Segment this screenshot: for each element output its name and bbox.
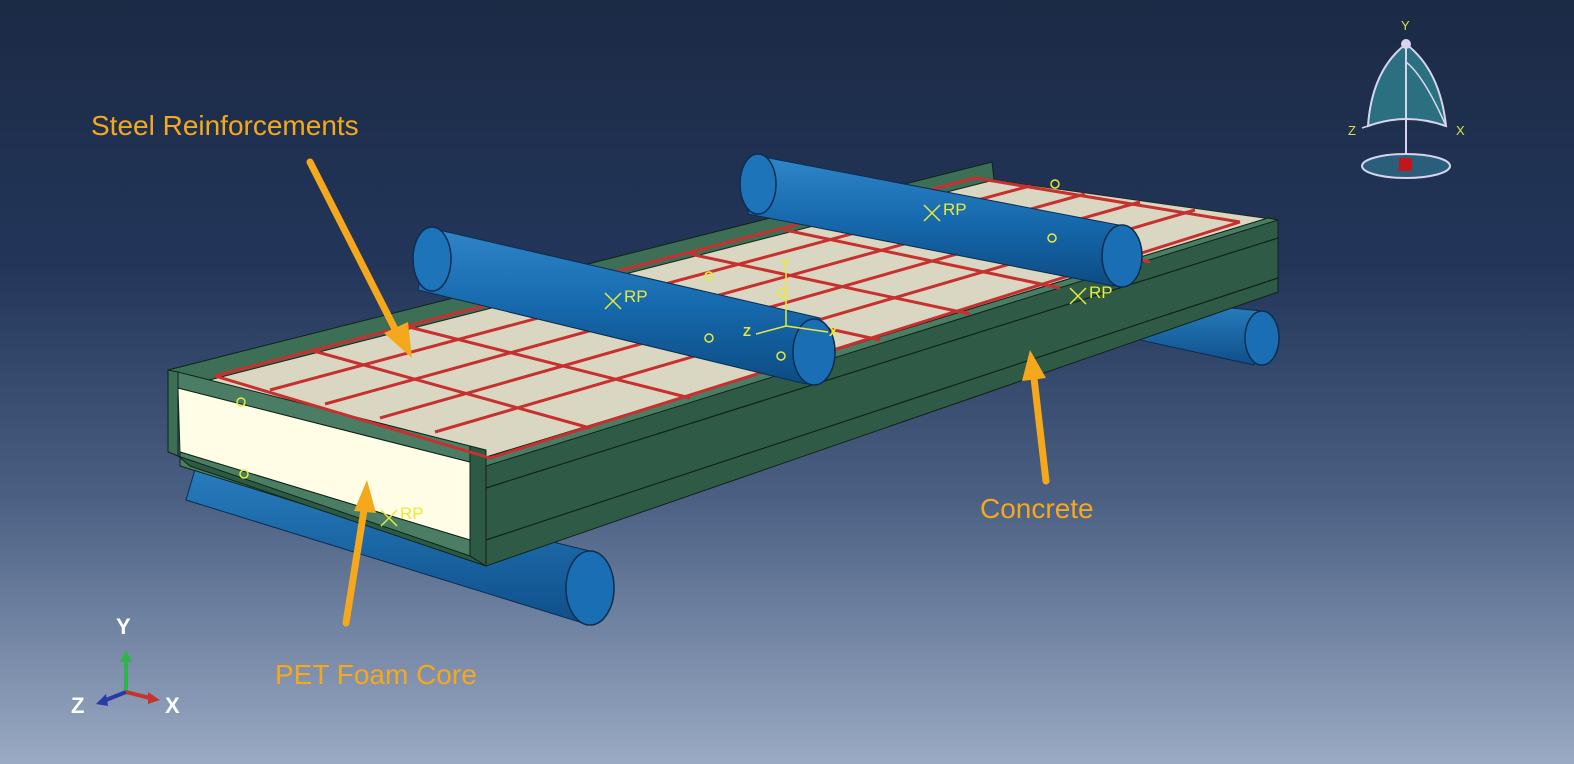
svg-text:RP: RP [624,287,648,306]
label-steel-reinforcements: Steel Reinforcements [91,110,359,141]
top-roller-back [739,153,1143,288]
part-coordinate-system [755,270,829,335]
triad-z-label: Z [71,693,84,718]
node-markers [236,179,1060,479]
triad-x-label: X [165,693,180,718]
label-pet-foam-core: PET Foam Core [275,659,477,690]
view-compass[interactable] [1361,39,1451,179]
label-concrete: Concrete [980,493,1094,524]
reference-point-2[interactable]: RP [923,200,967,222]
csys-x-label: X [829,324,838,339]
svg-text:RP: RP [1089,283,1113,302]
reference-point-1[interactable]: RP [604,287,648,310]
compass-z-label: Z [1348,123,1356,138]
callout-arrows [306,158,1050,627]
compass-y-label: Y [1401,18,1410,33]
compass-x-label: X [1456,123,1465,138]
csys-y-label: Y [781,256,790,271]
reference-point-3[interactable]: RP [1069,283,1113,305]
csys-z-label: Z [743,324,751,339]
view-triad [96,650,160,706]
svg-text:RP: RP [943,200,967,219]
reference-point-4[interactable]: RP [380,504,424,527]
svg-text:RP: RP [400,504,424,523]
triad-y-label: Y [116,614,131,639]
